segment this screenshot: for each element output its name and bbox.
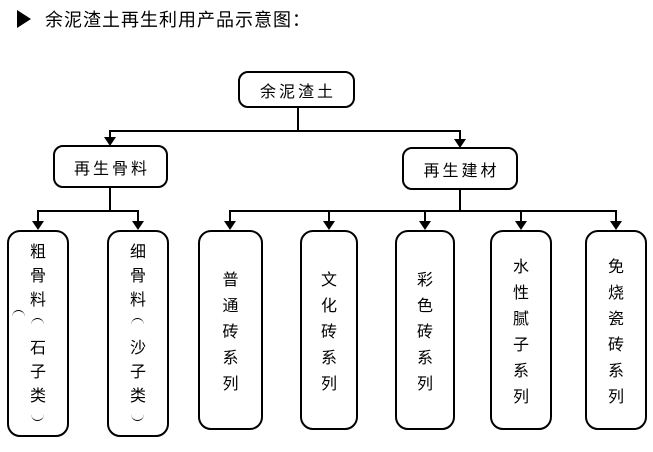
label-char: 通 [222, 298, 239, 315]
paren-open-glyph [131, 310, 145, 334]
label-char: 细 [129, 243, 146, 261]
connector-line [459, 189, 461, 211]
arrow-down-icon [419, 221, 431, 230]
label-char: 烧 [607, 285, 624, 302]
bullet-triangle-icon [17, 10, 31, 28]
connector-line [328, 210, 330, 222]
overflow-paren-open-icon [12, 310, 25, 317]
node-leaf: 普通砖系列 [198, 230, 263, 430]
connector-line [229, 210, 617, 212]
label-char: 沙 [129, 339, 146, 357]
connector-line [109, 187, 111, 211]
node-root-label: 余泥渣土 [259, 83, 336, 101]
connector-line [137, 210, 139, 222]
arrow-down-icon [454, 139, 466, 148]
label-char: 系 [222, 350, 239, 367]
label-char: 系 [416, 350, 433, 367]
label-char: 文 [320, 272, 337, 289]
arrow-down-icon [104, 137, 116, 146]
label-char: 子 [129, 363, 146, 381]
connector-line [37, 210, 39, 222]
connector-line [109, 130, 461, 132]
label-char: 系 [512, 363, 529, 380]
paren-close-glyph [31, 406, 45, 430]
node-leaf: 水性腻子系列 [490, 230, 552, 430]
label-char: 骨 [129, 267, 146, 285]
node-branch-label: 再生骨料 [73, 160, 150, 178]
label-char: 普 [222, 272, 239, 289]
label-char: 子 [512, 337, 529, 354]
vertical-label: 文化砖系列 [321, 232, 337, 428]
arrow-down-icon [224, 221, 236, 230]
label-char: 化 [320, 298, 337, 315]
label-char: 腻 [512, 311, 529, 328]
label-char: 料 [29, 291, 46, 309]
label-char: 砖 [222, 324, 239, 341]
node-leaf: 粗骨料石子类 [7, 230, 69, 437]
arrow-down-icon [32, 221, 44, 230]
vertical-label: 细骨料沙子类 [130, 232, 146, 435]
node-branch-label: 再生建材 [423, 162, 500, 180]
title-text: 余泥渣土再生利用产品示意图： [45, 10, 311, 30]
vertical-label: 粗骨料石子类 [30, 232, 46, 435]
connector-line [424, 210, 426, 222]
vertical-label: 免烧瓷砖系列 [608, 232, 624, 428]
connector-line [109, 130, 111, 138]
label-char: 料 [129, 291, 146, 309]
vertical-label: 彩色砖系列 [417, 232, 433, 428]
label-char: 列 [222, 376, 239, 393]
arrow-down-icon [515, 221, 527, 230]
arrow-down-icon [610, 221, 622, 230]
label-char: 列 [320, 376, 337, 393]
label-char: 子 [29, 363, 46, 381]
connector-line [37, 210, 139, 212]
node-leaf: 细骨料沙子类 [107, 230, 169, 437]
connector-line [615, 210, 617, 222]
label-char: 砖 [320, 324, 337, 341]
paren-open-glyph [31, 310, 45, 334]
arrow-down-icon [323, 221, 335, 230]
label-char: 彩 [416, 272, 433, 289]
label-char: 免 [607, 259, 624, 276]
node-root: 余泥渣土 [238, 71, 355, 108]
label-char: 列 [512, 389, 529, 406]
connector-line [297, 108, 299, 131]
node-leaf: 彩色砖系列 [395, 230, 455, 430]
paren-open-icon [31, 318, 45, 325]
label-char: 类 [29, 387, 46, 405]
node-branch-recycled-aggregate: 再生骨料 [53, 145, 168, 188]
label-char: 骨 [29, 267, 46, 285]
label-char: 系 [320, 350, 337, 367]
paren-open-icon [131, 318, 145, 325]
label-char: 列 [607, 389, 624, 406]
label-char: 砖 [416, 324, 433, 341]
arrow-down-icon [132, 221, 144, 230]
label-char: 砖 [607, 337, 624, 354]
section-title: 余泥渣土再生利用产品示意图： [17, 6, 311, 32]
label-char: 性 [512, 285, 529, 302]
label-char: 水 [512, 259, 529, 276]
label-char: 石 [29, 339, 46, 357]
vertical-label: 普通砖系列 [222, 232, 238, 428]
label-char: 系 [607, 363, 624, 380]
label-char: 瓷 [607, 311, 624, 328]
label-char: 色 [416, 298, 433, 315]
vertical-label: 水性腻子系列 [513, 232, 529, 428]
label-char: 类 [129, 387, 146, 405]
paren-close-glyph [131, 406, 145, 430]
node-leaf: 文化砖系列 [300, 230, 358, 430]
node-leaf: 免烧瓷砖系列 [585, 230, 647, 430]
connector-line [520, 210, 522, 222]
paren-close-icon [131, 414, 145, 421]
paren-close-icon [31, 414, 45, 421]
label-char: 粗 [29, 243, 46, 261]
label-char: 列 [416, 376, 433, 393]
connector-line [229, 210, 231, 222]
connector-line [459, 130, 461, 140]
node-branch-recycled-building-material: 再生建材 [402, 147, 518, 190]
